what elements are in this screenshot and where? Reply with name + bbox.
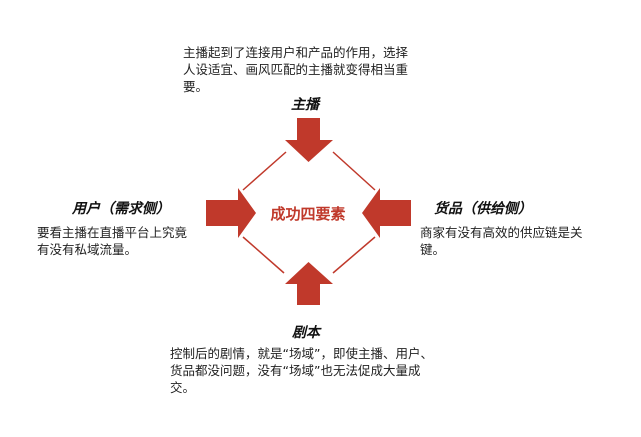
arrow-left-icon	[362, 188, 411, 238]
octagon-edge	[332, 236, 376, 274]
left-description: 要看主播在直播平台上究竟有没有私域流量。	[37, 225, 188, 257]
bottom-description: 控制后的剧情，就是“场域”，即使主播、用户、货品都没问题，没有“场域”也无法促成…	[170, 346, 433, 395]
top-label: 主播	[291, 97, 319, 113]
center-title: 成功四要素	[270, 205, 346, 223]
right-label: 货品（供给侧）	[434, 201, 532, 217]
octagon-edge	[242, 151, 287, 191]
arrow-right-icon	[206, 188, 256, 238]
bottom-label: 剧本	[292, 325, 320, 341]
top-description: 主播起到了连接用户和产品的作用，选择人设适宜、画风匹配的主播就变得相当重要。	[183, 45, 409, 94]
arrow-down-icon	[285, 118, 333, 162]
arrow-up-icon	[285, 262, 333, 305]
left-label: 用户（需求侧）	[72, 201, 170, 217]
right-description: 商家有没有高效的供应链是关键。	[420, 225, 583, 257]
octagon-edge	[242, 236, 285, 274]
octagon-edge	[332, 151, 376, 191]
